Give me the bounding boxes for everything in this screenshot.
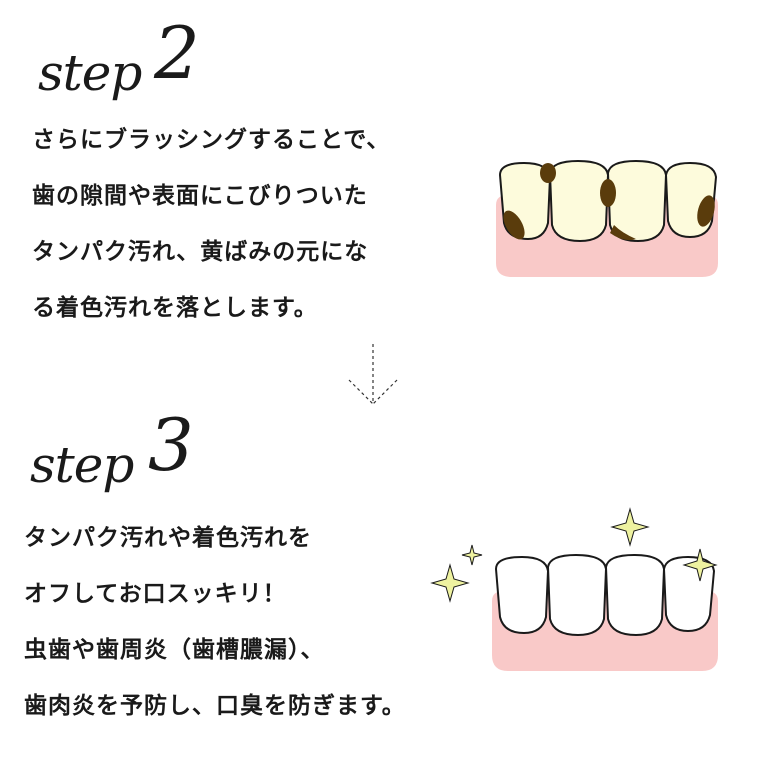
sparkle-icon xyxy=(430,563,470,603)
step-2-description: さらにブラッシングすることで、 歯の隙間や表面にこびりついた タンパク汚れ、黄ば… xyxy=(32,112,390,336)
step-3-script-label: step xyxy=(30,436,133,494)
sparkle-icon xyxy=(610,507,650,547)
step-3-line-4: 歯肉炎を予防し、口臭を防ぎます。 xyxy=(24,693,406,719)
step-3-heading: step 3 xyxy=(28,402,228,494)
step-3-line-3: 虫歯や歯周炎（歯槽膿漏）、 xyxy=(24,637,325,663)
sparkle-icon xyxy=(461,544,483,566)
dashed-down-arrow-icon xyxy=(345,342,401,408)
step-2-line-3: タンパク汚れ、黄ばみの元にな xyxy=(32,239,369,265)
step-2-line-2: 歯の隙間や表面にこびりついた xyxy=(32,183,368,209)
step-2-number: 2 xyxy=(153,11,200,95)
step-3-line-2: オフしてお口スッキリ！ xyxy=(24,581,287,607)
clean-teeth-icon xyxy=(430,505,730,675)
step-3-line-1: タンパク汚れや着色汚れを xyxy=(24,525,312,551)
step-3-number: 3 xyxy=(148,403,194,487)
sparkle-icon xyxy=(682,548,718,582)
step-2-script-label: step xyxy=(38,44,141,102)
step-3-description: タンパク汚れや着色汚れを オフしてお口スッキリ！ 虫歯や歯周炎（歯槽膿漏）、 歯… xyxy=(24,510,406,734)
step-2-heading: step 2 xyxy=(36,11,236,102)
step-2-line-1: さらにブラッシングすることで、 xyxy=(32,127,391,153)
stained-teeth-icon xyxy=(494,155,720,285)
step-2-line-4: る着色汚れを落とします。 xyxy=(32,295,318,321)
